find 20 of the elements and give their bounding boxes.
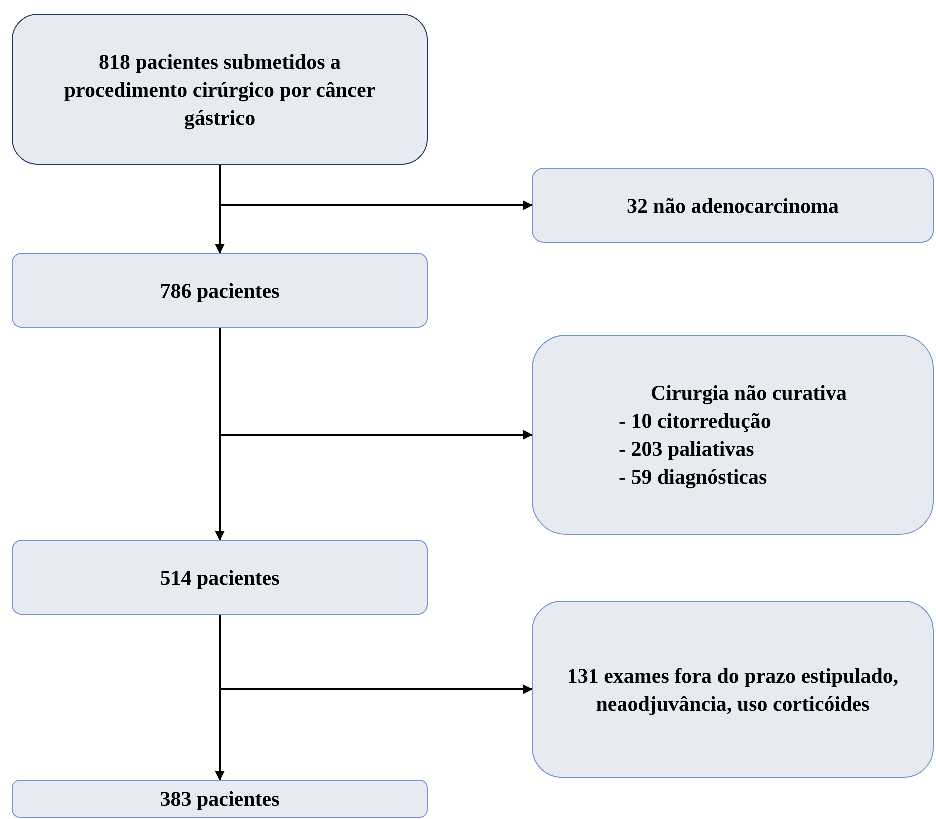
arrow [219, 328, 533, 440]
list-item: - 59 diagnósticas [619, 464, 768, 491]
process-box [532, 335, 934, 535]
arrow [219, 615, 533, 694]
process-box [532, 168, 934, 243]
process-box [12, 540, 428, 615]
box-heading: Cirurgia não curativa [650, 380, 847, 407]
box-text: 786 pacientes [159, 278, 281, 304]
process-box [12, 253, 428, 328]
list-item: - 10 citorredução [619, 408, 772, 435]
process-box [532, 601, 934, 778]
process-box [12, 14, 428, 165]
box-text: 514 pacientes [159, 564, 281, 592]
arrow [219, 165, 533, 210]
box-text: 131 exames fora do prazo estipulado, neaodjuvância, uso corticóides [566, 662, 900, 718]
box-text: 818 pacientes submetidos a procedimento cirúrgico por câncer gástrico [63, 48, 377, 132]
box-text: 32 não adenocarcinoma [626, 192, 840, 220]
box-text: 383 pacientes [159, 786, 281, 813]
process-box [12, 780, 428, 818]
list-item: - 203 paliativas [619, 436, 754, 463]
